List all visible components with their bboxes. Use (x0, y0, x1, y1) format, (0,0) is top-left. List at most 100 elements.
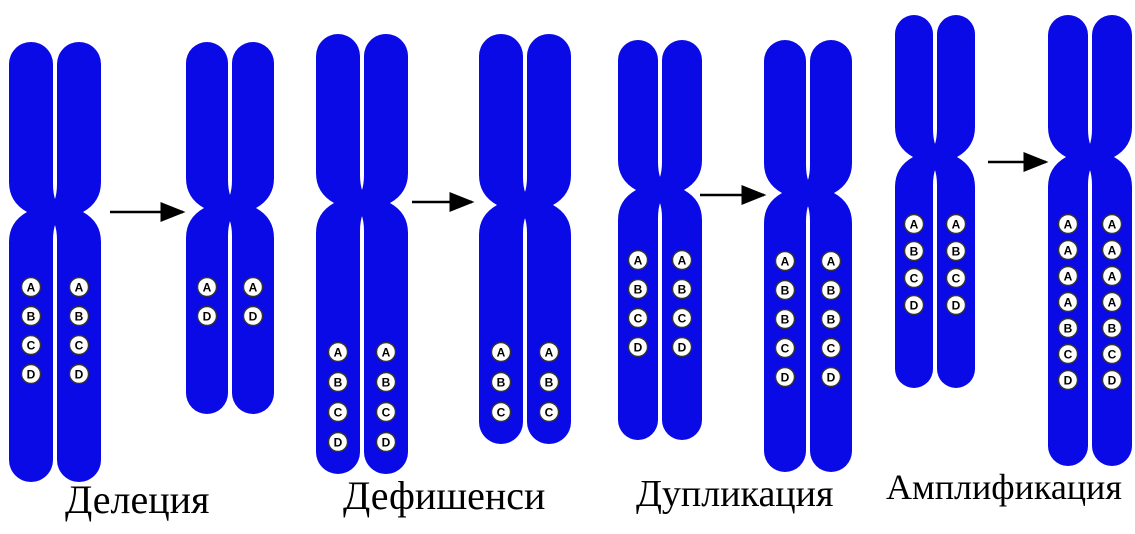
amplification-chromosome-after-gene-left-c: C (1059, 345, 1078, 364)
svg-text:A: A (910, 218, 919, 232)
svg-text:A: A (1064, 270, 1073, 284)
amplification-chromosome-after-gene-right-a: A (1103, 293, 1122, 312)
deletion-chromosome-after-gene-left-d: D (198, 307, 217, 326)
svg-text:D: D (334, 436, 343, 450)
svg-text:B: B (334, 376, 343, 390)
duplication-chromosome-before-gene-left-c: C (629, 309, 648, 328)
svg-text:A: A (382, 346, 391, 360)
deletion-chromosome-before-gene-right-b: B (70, 307, 89, 326)
deletion-chromosome-before-gene-left-b: B (22, 307, 41, 326)
duplication-chromosome-before-left-chromatid (618, 40, 668, 440)
duplication-chromosome-after-gene-left-c: C (776, 339, 795, 358)
svg-text:C: C (952, 272, 961, 286)
deficiency-chromosome-after-gene-right-b: B (540, 373, 559, 392)
svg-text:A: A (75, 281, 84, 295)
svg-text:D: D (827, 371, 836, 385)
deficiency-chromosome-before-gene-left-c: C (329, 403, 348, 422)
amplification-chromosome-before-gene-left-b: B (905, 242, 924, 261)
svg-text:B: B (634, 283, 643, 297)
amplification-chromosome-after-gene-right-d: D (1103, 371, 1122, 390)
svg-text:D: D (27, 368, 36, 382)
amplification-chromosome-before-gene-right-b: B (947, 242, 966, 261)
svg-text:A: A (1064, 218, 1073, 232)
amplification-chromosome-after-left-chromatid (1048, 15, 1098, 466)
svg-text:C: C (382, 406, 391, 420)
svg-text:A: A (952, 218, 961, 232)
svg-text:C: C (334, 406, 343, 420)
deficiency-chromosome-after-gene-right-c: C (540, 403, 559, 422)
svg-text:D: D (634, 341, 643, 355)
deficiency-chromosome-after-gene-left-a: A (492, 343, 511, 362)
duplication-chromosome-before-gene-left-a: A (629, 251, 648, 270)
svg-text:B: B (910, 245, 919, 259)
label-duplication: Дупликация (636, 472, 833, 516)
deficiency-chromosome-after-gene-left-b: B (492, 373, 511, 392)
svg-text:B: B (678, 283, 687, 297)
amplification-chromosome-before-gene-right-d: D (947, 296, 966, 315)
deficiency-chromosome-after-gene-right-a: A (540, 343, 559, 362)
svg-text:B: B (827, 284, 836, 298)
deletion-chromosome-before-gene-right-d: D (70, 365, 89, 384)
duplication-chromosome-after-gene-right-b: B (822, 281, 841, 300)
deficiency-chromosome-before-gene-right-c: C (377, 403, 396, 422)
svg-text:D: D (910, 299, 919, 313)
deletion-chromosome-before-gene-left-a: A (22, 278, 41, 297)
svg-text:D: D (781, 371, 790, 385)
svg-text:A: A (827, 255, 836, 269)
deficiency-chromosome-before-gene-left-d: D (329, 433, 348, 452)
svg-text:A: A (1064, 244, 1073, 258)
deficiency-chromosome-before-gene-right-b: B (377, 373, 396, 392)
amplification-chromosome-after-gene-left-a: A (1059, 215, 1078, 234)
svg-text:B: B (545, 376, 554, 390)
svg-text:A: A (1108, 270, 1117, 284)
duplication-chromosome-before: AABBCCDD (618, 40, 702, 440)
svg-text:D: D (382, 436, 391, 450)
deficiency-chromosome-before-gene-left-a: A (329, 343, 348, 362)
svg-text:C: C (634, 312, 643, 326)
deletion-chromosome-after-left-chromatid (186, 42, 238, 414)
amplification-chromosome-after-gene-right-a: A (1103, 215, 1122, 234)
deletion-chromosome-before-left-chromatid (9, 42, 63, 482)
svg-text:A: A (545, 346, 554, 360)
svg-text:B: B (781, 284, 790, 298)
svg-text:B: B (952, 245, 961, 259)
svg-text:A: A (249, 281, 258, 295)
svg-text:B: B (827, 313, 836, 327)
svg-text:B: B (781, 313, 790, 327)
deficiency-chromosome-before-gene-right-a: A (377, 343, 396, 362)
svg-text:D: D (1064, 374, 1073, 388)
svg-text:D: D (75, 368, 84, 382)
amplification-chromosome-after-gene-left-a: A (1059, 267, 1078, 286)
amplification-chromosome-after-gene-left-a: A (1059, 293, 1078, 312)
deficiency-chromosome-before-gene-left-b: B (329, 373, 348, 392)
duplication-chromosome-before-gene-right-b: B (673, 280, 692, 299)
svg-text:A: A (497, 346, 506, 360)
svg-text:A: A (203, 281, 212, 295)
duplication-chromosome-after-gene-right-a: A (822, 252, 841, 271)
svg-text:A: A (678, 254, 687, 268)
amplification-chromosome-after-gene-left-b: B (1059, 319, 1078, 338)
duplication-chromosome-before-right-chromatid (652, 40, 702, 440)
svg-text:C: C (678, 312, 687, 326)
svg-text:A: A (1064, 296, 1073, 310)
duplication-chromosome-after-gene-left-a: A (776, 252, 795, 271)
svg-text:D: D (678, 341, 687, 355)
amplification-chromosome-before: AABBCCDD (895, 15, 975, 388)
deletion-chromosome-after-gene-right-d: D (244, 307, 263, 326)
duplication-chromosome-after-gene-left-b: B (776, 281, 795, 300)
deletion-chromosome-before-right-chromatid (47, 42, 101, 482)
svg-text:C: C (1108, 348, 1117, 362)
deletion-chromosome-after-gene-left-a: A (198, 278, 217, 297)
amplification-chromosome-before-left-chromatid (895, 15, 943, 388)
svg-text:A: A (781, 255, 790, 269)
amplification-chromosome-before-gene-right-c: C (947, 269, 966, 288)
duplication-chromosome-after-gene-right-c: C (822, 339, 841, 358)
amplification-chromosome-after-gene-right-b: B (1103, 319, 1122, 338)
svg-text:C: C (827, 342, 836, 356)
